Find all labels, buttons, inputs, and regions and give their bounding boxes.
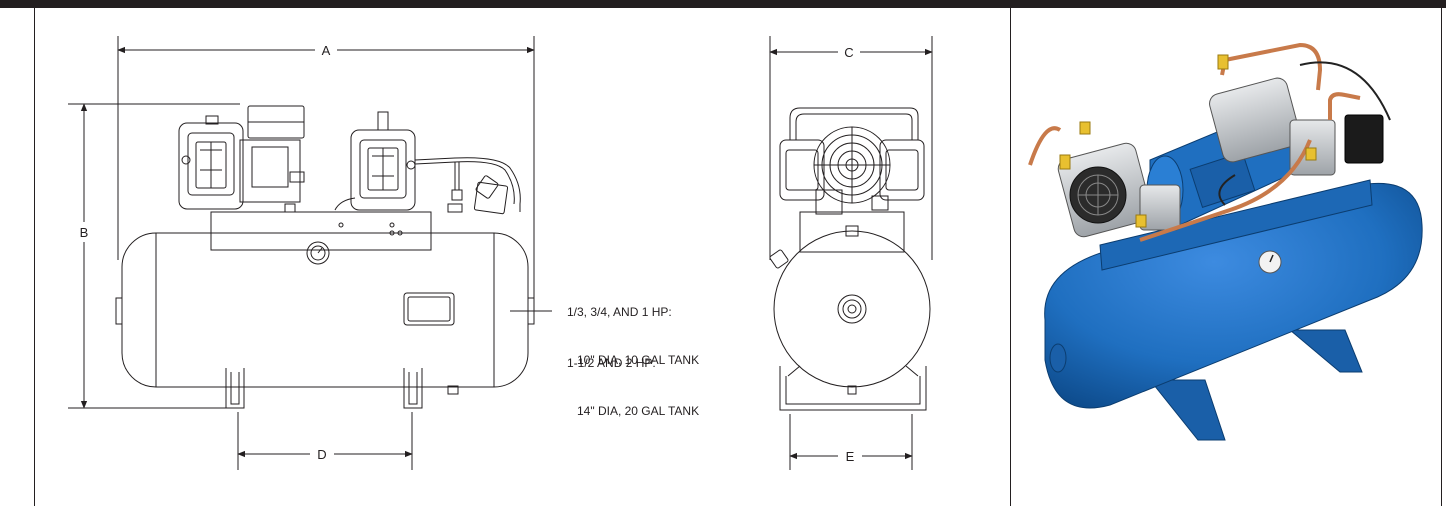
- note-small-tank: 1/3, 3/4, AND 1 HP: 10" DIA, 10 GAL TANK: [567, 272, 699, 384]
- compressor-render: [1028, 42, 1423, 441]
- dimension-e: [789, 414, 913, 470]
- dimension-d-label: D: [317, 447, 326, 462]
- side-view: [769, 36, 933, 411]
- panel-divider: [1010, 8, 1011, 506]
- note-large-tank-heading: 1-1/2 AND 2 HP:: [567, 356, 656, 370]
- dimension-b-label: B: [80, 225, 89, 240]
- note-large-tank: 1-1/2 AND 2 HP: 14" DIA, 20 GAL TANK: [567, 323, 699, 435]
- dimension-c-label: C: [844, 45, 853, 60]
- note-small-tank-heading: 1/3, 3/4, AND 1 HP:: [567, 305, 672, 319]
- note-small-tank-detail: 10" DIA, 10 GAL TANK: [577, 353, 700, 367]
- note-large-tank-detail: 14" DIA, 20 GAL TANK: [577, 404, 700, 418]
- dimension-e-label: E: [846, 449, 855, 464]
- dimension-a-label: A: [322, 43, 331, 58]
- front-view: [68, 36, 552, 409]
- header-bar: [0, 0, 1446, 8]
- dimension-d: [237, 412, 413, 470]
- drawing-frame: [34, 8, 1442, 506]
